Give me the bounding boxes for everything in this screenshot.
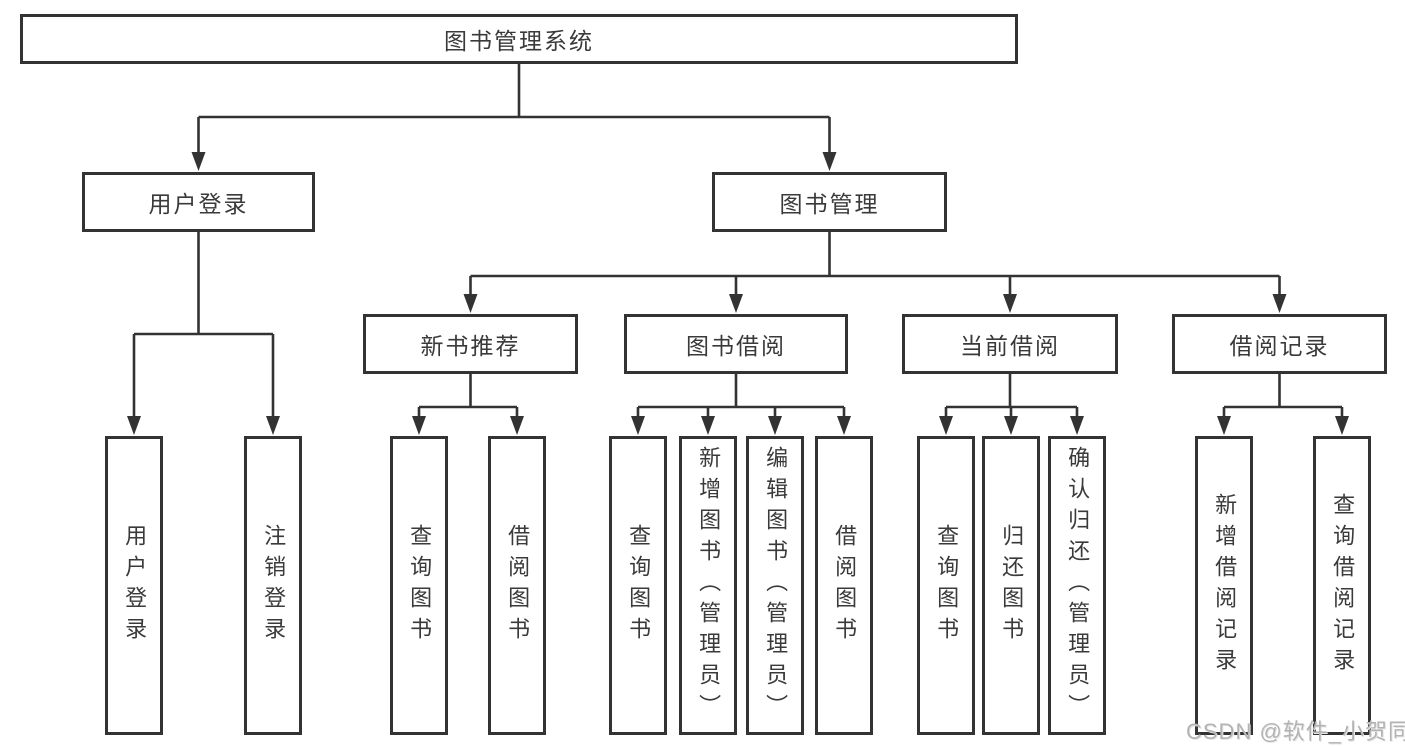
node-leaf-current-query-books: 查询图书	[917, 436, 975, 735]
node-leaf-edit-books-admin: 编辑图书（管理员）	[746, 436, 804, 735]
node-new-book-recommend-label: 新书推荐	[420, 333, 521, 359]
node-leaf-add-borrow-record: 新增借阅记录	[1195, 436, 1253, 735]
node-leaf-confirm-return-admin: 确认归还（管理员）	[1048, 436, 1106, 735]
node-leaf-confirm-return-admin-label: 确认归还（管理员）	[1065, 446, 1091, 725]
node-leaf-add-borrow-record-label: 新增借阅记录	[1212, 492, 1238, 679]
node-leaf-query-borrow-record-label: 查询借阅记录	[1330, 492, 1356, 679]
node-new-book-recommend: 新书推荐	[363, 314, 578, 374]
node-root-label: 图书管理系统	[444, 28, 594, 54]
node-book-management: 图书管理	[712, 172, 947, 232]
node-leaf-add-books-admin-label: 新增图书（管理员）	[696, 446, 722, 725]
node-borrow-records-label: 借阅记录	[1229, 333, 1330, 359]
node-leaf-borrow-books: 借阅图书	[815, 436, 873, 735]
csdn-watermark: CSDN @软件_小贺同学	[1186, 719, 1405, 744]
node-book-management-label: 图书管理	[779, 191, 880, 217]
node-leaf-return-books-label: 归还图书	[999, 523, 1025, 648]
node-root-system: 图书管理系统	[20, 14, 1018, 64]
node-borrow-records: 借阅记录	[1172, 314, 1387, 374]
node-leaf-user-login-label: 用户登录	[122, 523, 148, 648]
node-leaf-edit-books-admin-label: 编辑图书（管理员）	[763, 446, 789, 725]
node-user-login-label: 用户登录	[148, 191, 249, 217]
node-leaf-borrow-query-books: 查询图书	[609, 436, 667, 735]
node-leaf-add-books-admin: 新增图书（管理员）	[679, 436, 737, 735]
node-leaf-recommend-borrow-books: 借阅图书	[488, 436, 546, 735]
node-leaf-current-query-books-label: 查询图书	[934, 523, 960, 648]
node-leaf-return-books: 归还图书	[982, 436, 1040, 735]
node-leaf-query-borrow-record: 查询借阅记录	[1313, 436, 1371, 735]
node-book-borrow: 图书借阅	[624, 314, 848, 374]
node-current-borrow: 当前借阅	[902, 314, 1118, 374]
node-current-borrow-label: 当前借阅	[960, 333, 1060, 359]
node-leaf-recommend-query-books: 查询图书	[390, 436, 448, 735]
node-leaf-user-login: 用户登录	[105, 436, 163, 735]
node-leaf-logout: 注销登录	[244, 436, 302, 735]
node-leaf-borrow-books-label: 借阅图书	[832, 523, 858, 648]
node-book-borrow-label: 图书借阅	[686, 333, 786, 359]
node-leaf-logout-label: 注销登录	[261, 523, 287, 648]
node-leaf-recommend-borrow-books-label: 借阅图书	[505, 523, 531, 648]
node-leaf-recommend-query-books-label: 查询图书	[407, 523, 433, 648]
node-leaf-borrow-query-books-label: 查询图书	[626, 523, 652, 648]
node-user-login: 用户登录	[82, 172, 315, 232]
